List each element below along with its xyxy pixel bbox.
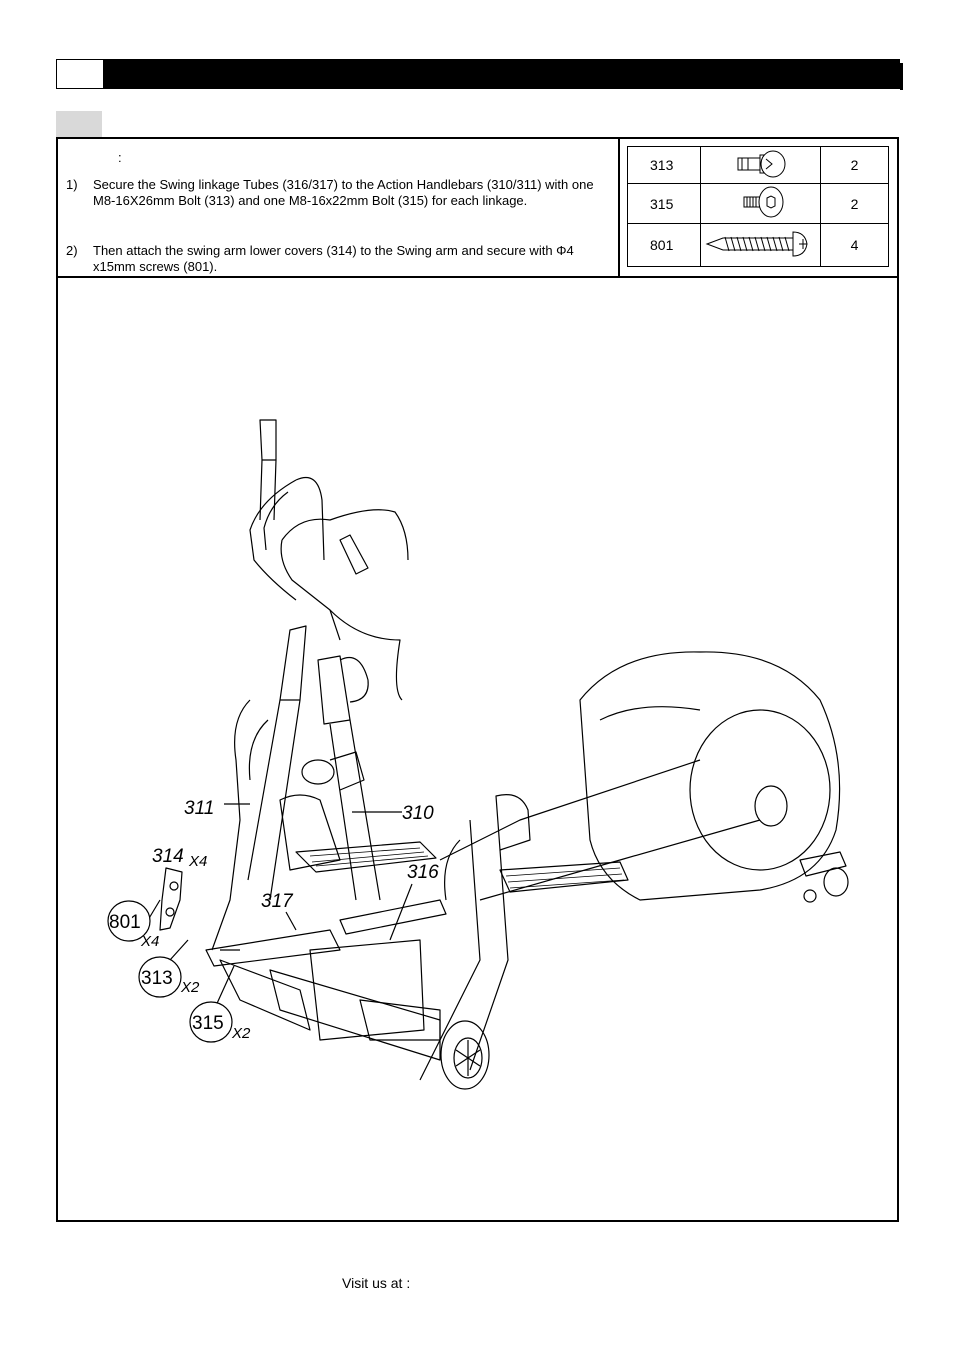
step-number: 2) — [66, 243, 78, 258]
callout-317: 317 — [261, 891, 294, 912]
footer-visit-text: Visit us at : — [342, 1275, 411, 1291]
callout-314-qty: X4 — [188, 853, 207, 870]
callout-circle-801 — [107, 900, 151, 942]
hex-socket-bolt-icon — [743, 186, 783, 218]
intro-label: : — [118, 150, 122, 165]
frame-divider-horizontal — [56, 276, 899, 278]
header-bar — [103, 59, 903, 90]
step-text: Secure the Swing linkage Tubes (316/317)… — [93, 177, 594, 208]
step-text: Then attach the swing arm lower covers (… — [93, 243, 574, 274]
callout-801-qty: X4 — [140, 933, 159, 950]
callout-circle-313 — [138, 956, 182, 998]
part-picture — [700, 223, 821, 267]
part-picture — [700, 146, 821, 184]
part-qty: 2 — [820, 146, 889, 184]
step-tab — [56, 111, 102, 138]
callout-313-qty: X2 — [180, 979, 200, 996]
parts-row: 313 2 — [627, 146, 889, 184]
frame-divider-vertical — [618, 137, 620, 277]
instruction-frame — [56, 137, 899, 1222]
callout-315-qty: X2 — [231, 1025, 251, 1042]
callout-314: 314 — [152, 846, 184, 867]
callout-313: 313 — [141, 968, 173, 989]
screw-icon — [705, 230, 808, 257]
callout-310: 310 — [402, 803, 434, 824]
step-number: 1) — [66, 177, 78, 192]
callout-801: 801 — [109, 912, 141, 933]
callout-circle-315 — [189, 1001, 233, 1043]
callout-311: 311 — [184, 798, 214, 819]
parts-table: 313 2 315 2 — [627, 146, 889, 267]
part-code: 801 — [627, 223, 701, 267]
callout-316: 316 — [407, 862, 439, 883]
parts-row: 801 4 — [627, 223, 889, 267]
header-left-box — [56, 59, 103, 89]
part-qty: 4 — [820, 223, 889, 267]
callout-315: 315 — [192, 1013, 224, 1034]
part-code: 313 — [627, 146, 701, 184]
flange-bolt-icon — [737, 150, 785, 177]
